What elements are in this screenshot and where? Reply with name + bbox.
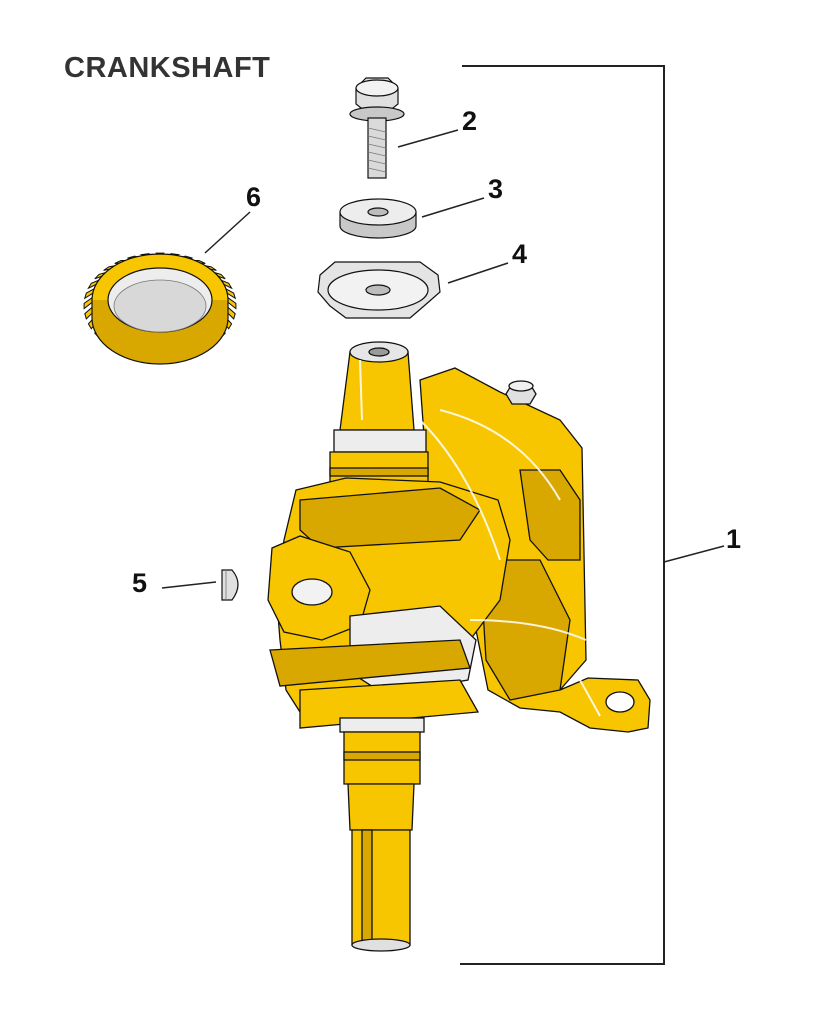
leader-3 [421, 197, 485, 218]
diagram-title: CRANKSHAFT [64, 52, 271, 84]
group-bracket [460, 65, 665, 965]
timing-gear [83, 252, 237, 365]
leader-1 [663, 545, 725, 563]
leader-5 [161, 581, 217, 589]
highlight-strokes [359, 359, 601, 717]
thrust-plate [317, 261, 441, 319]
callout-5: 5 [132, 568, 147, 598]
callout-6: 6 [246, 182, 261, 212]
gear-tooth [227, 296, 237, 310]
woodruff-key [221, 569, 239, 601]
gear-tooth [83, 296, 93, 310]
callout-2: 2 [462, 106, 477, 136]
flange-bolt [349, 77, 405, 179]
leader-4 [447, 262, 509, 284]
callout-1: 1 [726, 524, 741, 554]
thick-washer [339, 198, 417, 239]
leader-lines [161, 129, 725, 589]
callout-3: 3 [488, 174, 503, 204]
crankshaft-assembly [267, 341, 651, 952]
callout-4: 4 [512, 239, 527, 269]
leader-2 [397, 129, 459, 148]
leader-6 [204, 211, 251, 254]
